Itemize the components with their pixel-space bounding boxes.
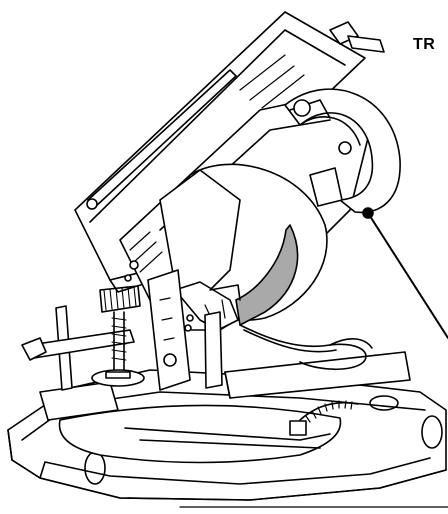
pivot-arm (147, 269, 223, 391)
saw-base (7, 369, 448, 508)
upper-table (74, 11, 385, 293)
blade-assembly (159, 163, 328, 332)
handle (284, 88, 401, 214)
power-cord (239, 324, 373, 371)
trigger (309, 167, 343, 207)
base-foot (421, 415, 443, 449)
callout-label: TR (413, 36, 436, 53)
callout (362, 207, 448, 339)
turntable (58, 404, 342, 464)
hold-down-clamp (21, 285, 145, 391)
fence (39, 351, 411, 421)
mounting-hole (369, 395, 399, 411)
